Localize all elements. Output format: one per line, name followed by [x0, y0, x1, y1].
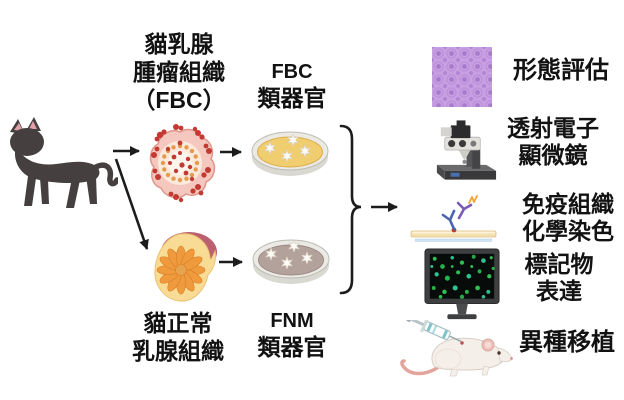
fbc-tissue-label: 貓乳腺 腫瘤組織 （FBC） [109, 30, 249, 114]
fnm-organoid-label-line1: FNM [270, 310, 314, 332]
fnm-organoid-label-line2: 類器官 [257, 334, 327, 360]
fbc-organoid-label-line1: FBC [271, 61, 313, 83]
electron-microscope-icon [436, 120, 497, 180]
xenotransplantation-line1: 異種移植 [519, 329, 615, 356]
ihc-label-line2: 化學染色 [522, 218, 614, 244]
fbc-tissue-label-line1: 貓乳腺 [144, 31, 214, 57]
fbc-organoid-label: FBC 類器官 [232, 60, 352, 112]
cat-icon [10, 117, 118, 208]
petri-dish-fnm-icon [252, 239, 330, 284]
marker-expression-label: 標記物 表達 [499, 251, 619, 305]
normal-mammary-tissue-icon [154, 232, 217, 302]
marker-expression-line1: 標記物 [524, 251, 594, 277]
morphology-evaluation-line1: 形態評估 [513, 57, 609, 84]
tumor-tissue-icon [149, 124, 216, 203]
fluorescence-monitor-icon [424, 248, 500, 320]
tem-label-line2: 顯微鏡 [518, 142, 588, 168]
fbc-tissue-label-line2: 腫瘤組織 [133, 59, 225, 85]
marker-expression-line2: 表達 [536, 278, 582, 304]
normal-tissue-label-line1: 貓正常 [143, 310, 213, 336]
petri-dish-fbc-icon [251, 131, 329, 176]
normal-tissue-label: 貓正常 乳腺組織 [108, 309, 248, 365]
fbc-tissue-label-line3: （FBC） [132, 87, 226, 113]
tem-label: 透射電子 顯微鏡 [493, 115, 613, 169]
normal-tissue-label-line2: 乳腺組織 [132, 338, 224, 364]
ihc-label-line1: 免疫組織 [522, 191, 614, 217]
morphology-evaluation-label: 形態評估 [501, 57, 621, 84]
mouse-syringe-icon [400, 320, 513, 377]
tem-label-line1: 透射電子 [507, 115, 599, 141]
antibody-slide-icon [410, 195, 497, 242]
fbc-organoid-label-line2: 類器官 [257, 85, 327, 111]
histology-pattern-icon [432, 47, 492, 107]
xenotransplantation-label: 異種移植 [507, 329, 624, 356]
fnm-organoid-label: FNM 類器官 [232, 309, 352, 361]
ihc-label: 免疫組織 化學染色 [508, 191, 624, 245]
